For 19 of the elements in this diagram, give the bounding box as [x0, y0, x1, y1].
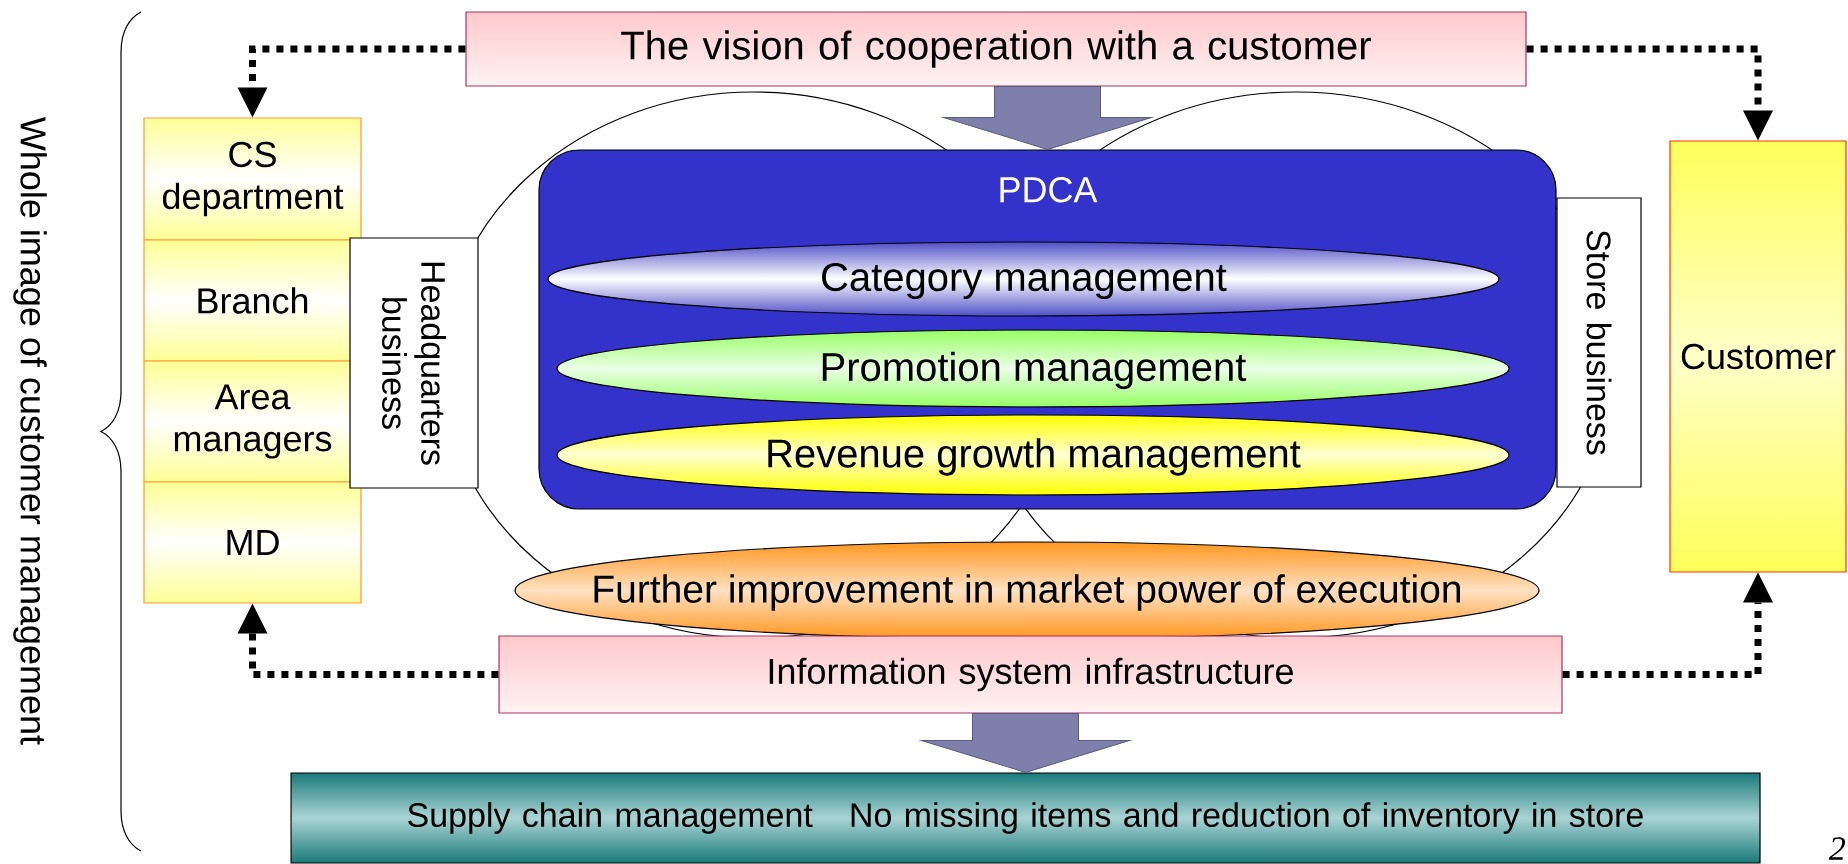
dotted-arrow: [1526, 45, 1773, 141]
table-cell: Branch: [143, 239, 362, 362]
chain-box: Supply chain management No missing items and reduction of inventory in store: [290, 772, 1761, 864]
table-cell: MD: [143, 481, 362, 604]
side-label: Whole image of customer management: [13, 117, 47, 745]
banner-box: The vision of cooperation with a customer: [465, 11, 1527, 87]
dotted-arrow: [237, 45, 466, 118]
ellipse-band: Further improvement in market power of execution: [514, 541, 1540, 640]
table-cell: Area managers: [143, 360, 362, 483]
block-arrow: [921, 713, 1130, 773]
banner-box: Information system infrastructure: [498, 635, 1563, 714]
dotted-arrow: [1562, 572, 1773, 678]
vertical-label-box: Store business: [1556, 197, 1642, 488]
dotted-arrow: [237, 603, 499, 678]
table-cell: CS department: [143, 117, 362, 241]
vertical-label-box: Headquarters business: [349, 237, 479, 489]
customer-box: Customer: [1669, 140, 1847, 573]
page-number: 2: [1828, 837, 1846, 860]
block-arrow: [943, 86, 1152, 150]
